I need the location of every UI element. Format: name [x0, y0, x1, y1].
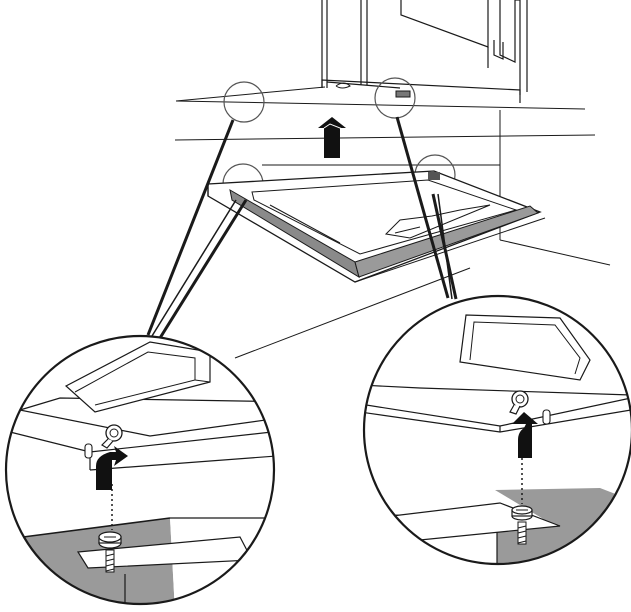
- callout-ring-right-top: [374, 77, 416, 119]
- up-arrow-icon-right: [512, 412, 538, 458]
- keyhole-slot-icon: [509, 390, 529, 415]
- locating-pin-icon: [84, 443, 93, 459]
- up-arrow-icon-left: [96, 446, 128, 490]
- toe-kick-panel: [207, 170, 546, 283]
- detail-callout-left: [4, 334, 276, 606]
- appliance-cabinet: [321, 0, 528, 103]
- keyhole-slot-icon: [101, 424, 123, 449]
- locating-pin-icon: [542, 409, 551, 425]
- room-lines: [174, 86, 611, 359]
- screw-icon: [511, 505, 533, 545]
- callout-ring-left-top: [223, 81, 265, 123]
- screw-icon: [98, 531, 122, 573]
- callout-leaders: [146, 116, 458, 339]
- detail-callout-right: [362, 294, 631, 566]
- panel-block: [64, 341, 211, 413]
- cabinet-slots: [335, 82, 411, 98]
- up-arrow-icon: [318, 117, 346, 158]
- panel-block: [459, 314, 591, 381]
